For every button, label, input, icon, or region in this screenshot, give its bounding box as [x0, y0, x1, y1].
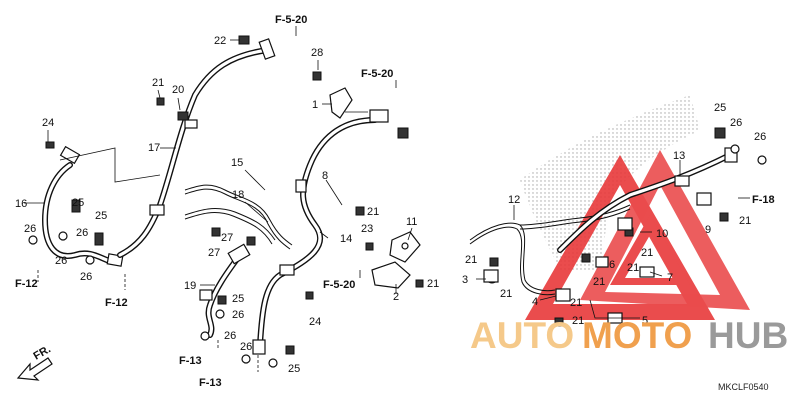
callout: 15: [231, 157, 243, 169]
callout: 24: [309, 316, 321, 328]
callout: 5: [642, 315, 648, 327]
bolts: [45, 35, 729, 355]
callout: 21: [152, 77, 164, 89]
ref-label-f-12-b: F-12: [105, 297, 128, 309]
callout: 14: [340, 233, 352, 245]
watermark-logo: [525, 150, 750, 320]
callout: 25: [72, 197, 84, 209]
ref-label-f-5-20-b: F-5-20: [361, 68, 393, 80]
callout: 26: [232, 309, 244, 321]
watermark-hub: HUB: [708, 315, 788, 356]
callout: 21: [367, 206, 379, 218]
ref-label-f-12-a: F-12: [15, 278, 38, 290]
ref-label-f-18: F-18: [752, 194, 775, 206]
callout: 13: [673, 150, 685, 162]
callout: 4: [532, 296, 538, 308]
callout: 25: [714, 102, 726, 114]
callout: 12: [508, 194, 520, 206]
part-1-bracket: [329, 87, 353, 119]
ref-label-f-13-b: F-13: [199, 377, 222, 389]
callout: 22: [214, 35, 226, 47]
callout: 17: [148, 142, 160, 154]
ref-label-f-5-20-a: F-5-20: [275, 14, 307, 26]
callout: 26: [730, 117, 742, 129]
callout: 26: [80, 271, 92, 283]
callout: 3: [462, 274, 468, 286]
ref-label-f-5-20-c: F-5-20: [323, 279, 355, 291]
callout: 21: [427, 278, 439, 290]
callout: 26: [76, 227, 88, 239]
part-3-clamp: [483, 269, 499, 284]
brake-hose-16: [42, 145, 124, 267]
watermark-moto: MOTO: [582, 315, 692, 356]
callout: 21: [465, 254, 477, 266]
brake-hose-19: [199, 243, 251, 338]
callout: 1: [312, 99, 318, 111]
callout: 16: [15, 198, 27, 210]
watermark-auto: AUTO: [470, 315, 574, 356]
callout: 26: [224, 330, 236, 342]
callout: 20: [172, 84, 184, 96]
callout: 25: [232, 293, 244, 305]
callout: 9: [705, 224, 711, 236]
callout: 24: [42, 117, 54, 129]
callout: 27: [208, 247, 220, 259]
callout: 28: [311, 47, 323, 59]
reference-lines: [37, 26, 397, 372]
brake-hose-14: [252, 109, 389, 355]
callout: 11: [406, 216, 417, 228]
callout: 21: [572, 315, 584, 327]
callout: 18: [232, 189, 244, 201]
callout: 21: [593, 276, 605, 288]
catalog-code: MKCLF0540: [718, 382, 769, 392]
callout: 6: [609, 259, 615, 271]
callout: 26: [55, 255, 67, 267]
part-2-bracket: [371, 261, 411, 289]
callout: 21: [739, 215, 751, 227]
callout: 26: [24, 223, 36, 235]
brake-hose-13: [557, 147, 738, 253]
callout: 21: [570, 297, 582, 309]
brake-pipe-15: [184, 184, 293, 250]
callout: 21: [641, 247, 653, 259]
leader-lines: [24, 39, 750, 319]
reference-label-group: F-5-20 F-5-20 F-5-20 F-12 F-12 F-13 F-13…: [15, 14, 775, 389]
callout: 27: [221, 232, 233, 244]
watermark-text: AUTO MOTO HUB: [470, 315, 788, 356]
front-arrow: FR.: [16, 343, 53, 381]
callout-numbers: 22 28 1 21 20 24 17 15 18 16 25 25 26 26…: [15, 35, 766, 375]
part-11-bracket: [389, 231, 421, 263]
callout: 21: [627, 262, 639, 274]
brake-pipe-18: [184, 208, 276, 245]
callout: 23: [361, 223, 373, 235]
washers: [28, 144, 767, 368]
callout: 19: [184, 280, 196, 292]
brake-pipe-12: [469, 204, 631, 296]
callout: 26: [754, 131, 766, 143]
callout: 25: [95, 210, 107, 222]
callout: 2: [393, 291, 399, 303]
brake-hose-17: [117, 38, 276, 258]
callout: 8: [322, 170, 328, 182]
ref-label-f-13-a: F-13: [179, 355, 202, 367]
callout: 21: [500, 288, 512, 300]
callout: 10: [656, 228, 668, 240]
callout: 25: [288, 363, 300, 375]
callout: 26: [240, 341, 252, 353]
callout: 7: [667, 272, 673, 284]
